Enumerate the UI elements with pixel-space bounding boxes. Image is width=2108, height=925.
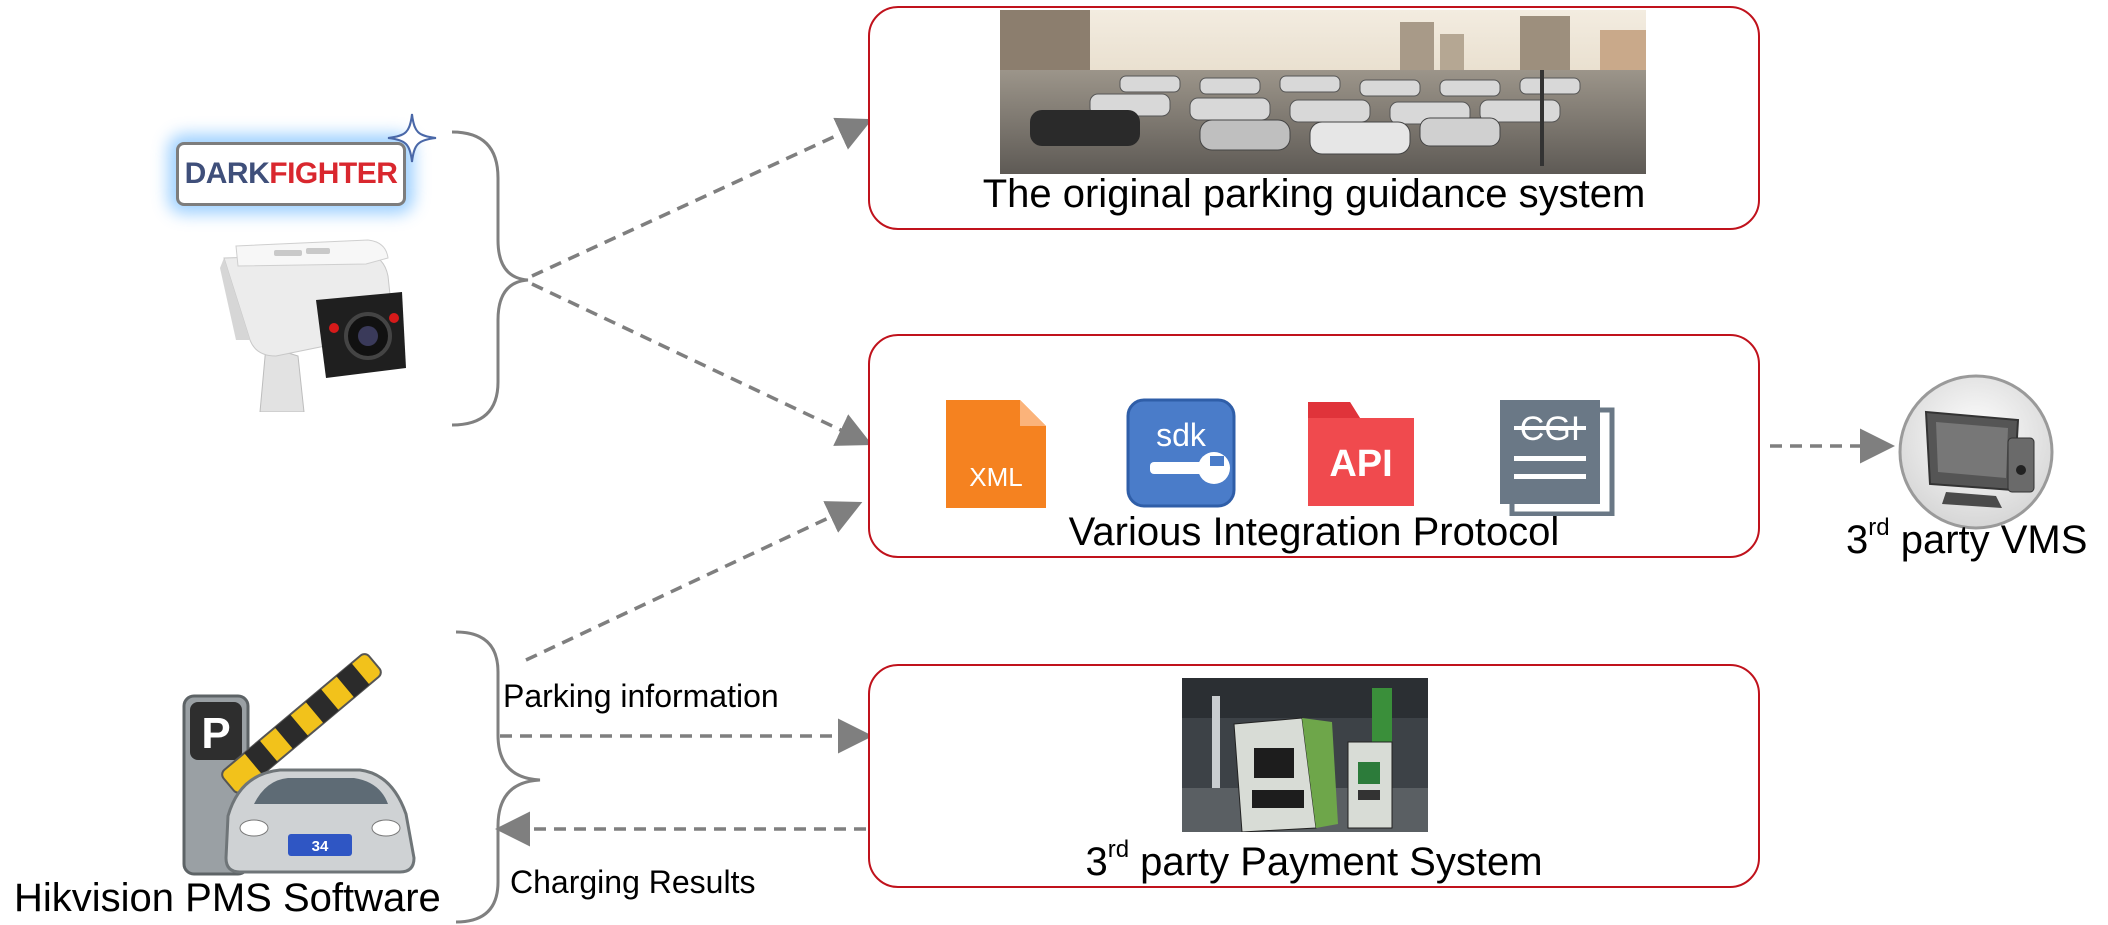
svg-text:34: 34 xyxy=(312,838,329,855)
integration-caption: Various Integration Protocol xyxy=(1068,510,1560,554)
svg-text:API: API xyxy=(1329,443,1392,485)
vms-label-number: 3 xyxy=(1846,518,1869,562)
camera-brace xyxy=(451,130,529,427)
sparkle-icon xyxy=(387,113,437,163)
svg-text:XML: XML xyxy=(969,462,1022,492)
payment-caption: 3rd party Payment System xyxy=(870,838,1758,885)
original-system-caption: The original parking guidance system xyxy=(982,172,1646,216)
arrow-camera-to-integration xyxy=(531,282,873,446)
api-icon: API xyxy=(1308,402,1414,506)
charging-results-label: Charging Results xyxy=(510,864,756,900)
arrow-pms-to-integration xyxy=(525,501,863,662)
parking-information-label: Parking information xyxy=(503,678,779,714)
bullet-camera-icon xyxy=(220,239,406,412)
payment-caption-ordinal: rd xyxy=(1107,836,1130,863)
cgi-icon: CGI xyxy=(1500,400,1615,516)
vms-label: 3rd party VMS xyxy=(1846,516,2088,563)
original-parking-guidance-box: The original parking guidance system xyxy=(868,6,1760,230)
integration-protocol-box: XML sdk API CGI Various Integration Prot… xyxy=(868,334,1760,558)
logo-dark-text: DARK xyxy=(184,157,270,190)
payment-system-box: 3rd party Payment System xyxy=(868,664,1760,888)
sdk-icon: sdk xyxy=(1126,398,1236,508)
svg-text:P: P xyxy=(201,709,230,758)
payment-caption-number: 3 xyxy=(1085,840,1108,884)
logo-fighter-text: FIGHTER xyxy=(269,157,398,190)
payment-kiosk-photo xyxy=(1182,678,1428,832)
svg-text:sdk: sdk xyxy=(1156,417,1207,453)
arrow-to-original-system xyxy=(531,117,873,278)
pms-barrier-car-icon: P 34 xyxy=(182,653,416,876)
vms-label-ordinal: rd xyxy=(1868,514,1890,541)
payment-caption-text: party Payment System xyxy=(1129,840,1543,884)
pms-brace xyxy=(455,630,541,924)
pms-label: Hikvision PMS Software xyxy=(14,876,441,920)
parking-lot-photo xyxy=(1000,10,1646,174)
xml-file-icon: XML xyxy=(946,400,1046,508)
vms-label-text: party VMS xyxy=(1889,518,2088,562)
vms-monitor-icon xyxy=(1898,374,2054,530)
